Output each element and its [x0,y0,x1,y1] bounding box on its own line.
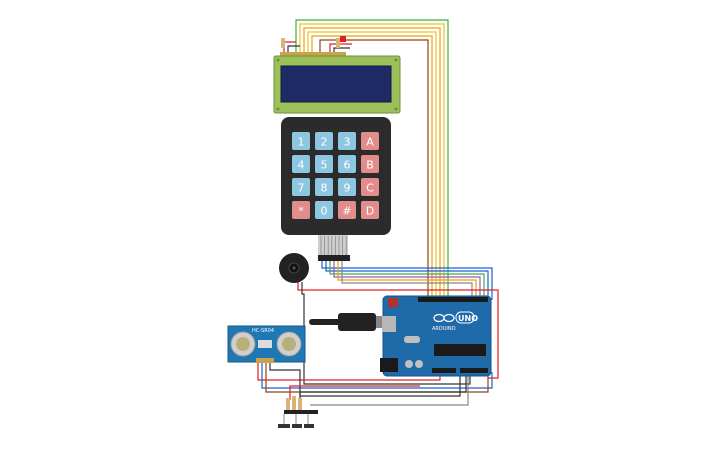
keypad-key-label: * [298,205,304,218]
keypad-key-D[interactable] [361,201,379,219]
lcd-pin-header [280,52,346,58]
keypad-key-label: C [366,182,374,195]
wire-lcd-orange-1[interactable] [303,27,441,300]
analog-header[interactable] [460,368,488,373]
led-cluster[interactable] [278,396,318,428]
power-jack [380,358,398,372]
keypad-key-label: 8 [321,182,328,195]
wire-buzzer-red[interactable] [297,282,499,379]
svg-text:ARDUINO: ARDUINO [432,326,456,332]
keypad-key-label: 7 [298,182,305,195]
lcd-display[interactable] [273,36,401,114]
keypad-key-label: 5 [321,159,328,172]
keypad-key-star[interactable] [292,201,310,219]
wire-lcd-yellow-1[interactable] [299,23,445,300]
keypad-key-B[interactable] [361,155,379,173]
sensor-transducer-left [230,331,256,357]
wire-led-gray[interactable] [310,372,469,406]
keypad-key-label: D [366,205,374,218]
keypad-ribbon [318,235,350,261]
keypad-key-5[interactable] [315,155,333,173]
keypad-key-7[interactable] [292,178,310,196]
lcd-mount-hole [276,107,280,111]
keypad-key-4[interactable] [292,155,310,173]
keypad-key-label: # [342,205,351,218]
wire-keypad-purple[interactable] [333,258,481,300]
power-header[interactable] [432,368,456,373]
sensor-label: HC-SR04 [252,328,274,334]
keypad-key-A[interactable] [361,132,379,150]
keypad-key-3[interactable] [338,132,356,150]
wire-keypad-orange[interactable] [337,258,477,300]
sensor-transducer-right [276,331,302,357]
wire-keypad-blue-1[interactable] [321,258,493,300]
wire-sensor-blue[interactable] [261,362,493,389]
wire-lcd-yellow-2[interactable] [307,31,437,300]
lcd-screen [280,65,392,103]
reset-button[interactable] [388,298,398,307]
capacitor [405,360,413,368]
keypad-key-label: A [366,136,374,149]
keypad-key-6[interactable] [338,155,356,173]
wire-keypad-blue-2[interactable] [325,258,489,300]
keypad-key-2[interactable] [315,132,333,150]
keypad-key-label: 0 [321,205,328,218]
keypad-key-label: 2 [321,136,328,149]
usb-cable[interactable] [309,313,386,331]
crystal-oscillator [404,336,420,343]
piezo-buzzer[interactable] [279,253,309,283]
digital-header[interactable] [418,297,488,302]
lcd-mount-hole [276,58,280,62]
keypad-key-label: 1 [298,136,305,149]
wire-lcd-green[interactable] [295,19,449,300]
keypad[interactable]: 1 2 3 A 4 5 6 B 7 8 9 C * 0 # D [281,117,391,261]
wire-lcd-orange-2[interactable] [311,35,433,300]
keypad-key-label: 9 [344,182,351,195]
keypad-keys: 1 2 3 A 4 5 6 B 7 8 9 C * 0 # D [292,132,379,219]
lcd-mount-hole [394,107,398,111]
usb-port [382,316,396,332]
keypad-key-label: 4 [298,159,305,172]
lcd-resistor[interactable] [281,36,346,48]
capacitor [415,360,423,368]
sensor-crystal [258,340,272,348]
arduino-board [382,295,492,377]
sensor-pins [256,358,274,363]
atmega-chip [434,344,486,356]
wire-led-black[interactable] [299,372,467,400]
keypad-key-hash[interactable] [338,201,356,219]
lcd-mount-hole [394,58,398,62]
arduino-logo: UNO ARDUINO [432,311,478,332]
wire-keypad-green[interactable] [329,258,485,300]
ultrasonic-sensor[interactable]: HC-SR04 [227,325,306,363]
keypad-key-8[interactable] [315,178,333,196]
keypad-key-1[interactable] [292,132,310,150]
keypad-key-label: 3 [344,136,351,149]
arduino-uno[interactable]: UNO ARDUINO [309,295,492,377]
svg-text:UNO: UNO [458,314,478,323]
keypad-key-9[interactable] [338,178,356,196]
keypad-key-label: 6 [344,159,351,172]
keypad-key-C[interactable] [361,178,379,196]
wire-keypad-gray[interactable] [341,258,473,300]
wire-lcd-brown[interactable] [319,39,429,300]
keypad-key-label: B [366,159,374,172]
keypad-key-0[interactable] [315,201,333,219]
wire-led-red[interactable] [289,385,420,400]
